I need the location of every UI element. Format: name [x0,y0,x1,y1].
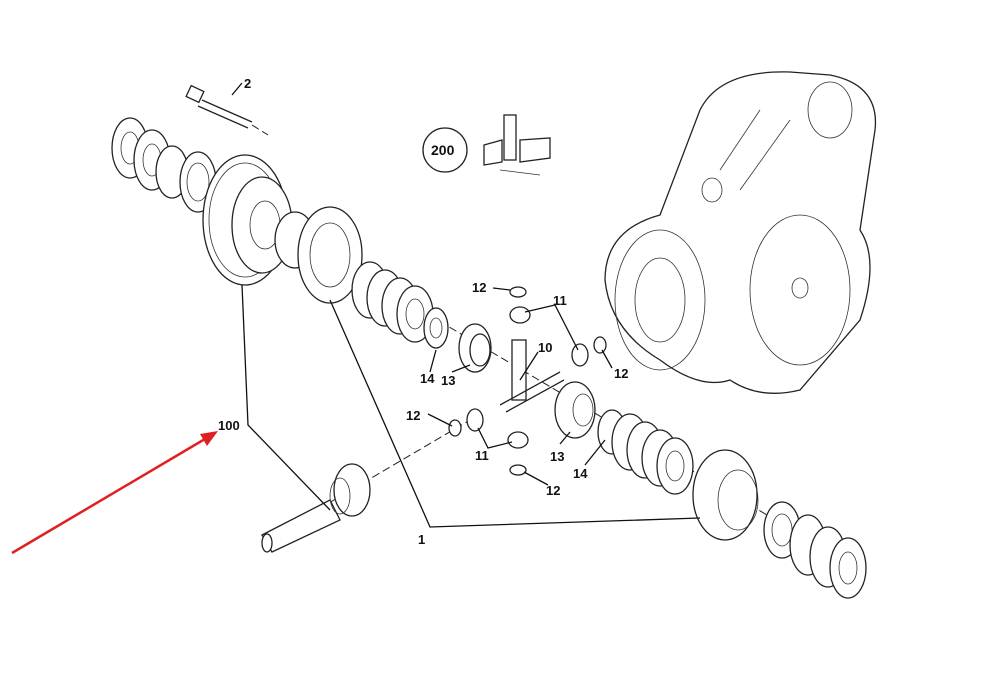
pinion-shaft [261,463,371,553]
callout-12-left: 12 [406,408,420,423]
bolt [185,84,269,136]
callout-13-left: 13 [441,373,455,388]
callout-13-right: 13 [550,449,564,464]
differential-gears [448,286,607,476]
clutch-pack-right [597,409,694,495]
pinion-centerline [299,419,471,521]
callout-12-right: 12 [614,366,628,381]
callout-10: 10 [538,340,552,355]
left-bearing-stack [111,117,217,213]
axle-housing [604,71,877,394]
right-bearing-stack [763,501,867,599]
callout-2: 2 [244,76,251,91]
callout-11-bottom: 11 [475,448,489,463]
differential-case-half [274,206,363,304]
differential-case-right [692,449,759,541]
kit-icon [422,114,551,176]
callout-12-top: 12 [472,280,486,295]
callout-1: 1 [418,532,425,547]
callout-100: 100 [218,418,240,433]
callout-14-left: 14 [420,371,435,386]
callout-12-bottom: 12 [546,483,560,498]
callout-14-right: 14 [573,466,588,481]
clutch-pack-left [351,261,449,349]
callout-11-top: 11 [553,293,567,308]
red-arrow-indicator [11,431,218,555]
thrust-washer [423,307,449,349]
ring-gear [202,154,293,286]
leader-lines [231,82,701,528]
callout-200: 200 [431,142,455,158]
